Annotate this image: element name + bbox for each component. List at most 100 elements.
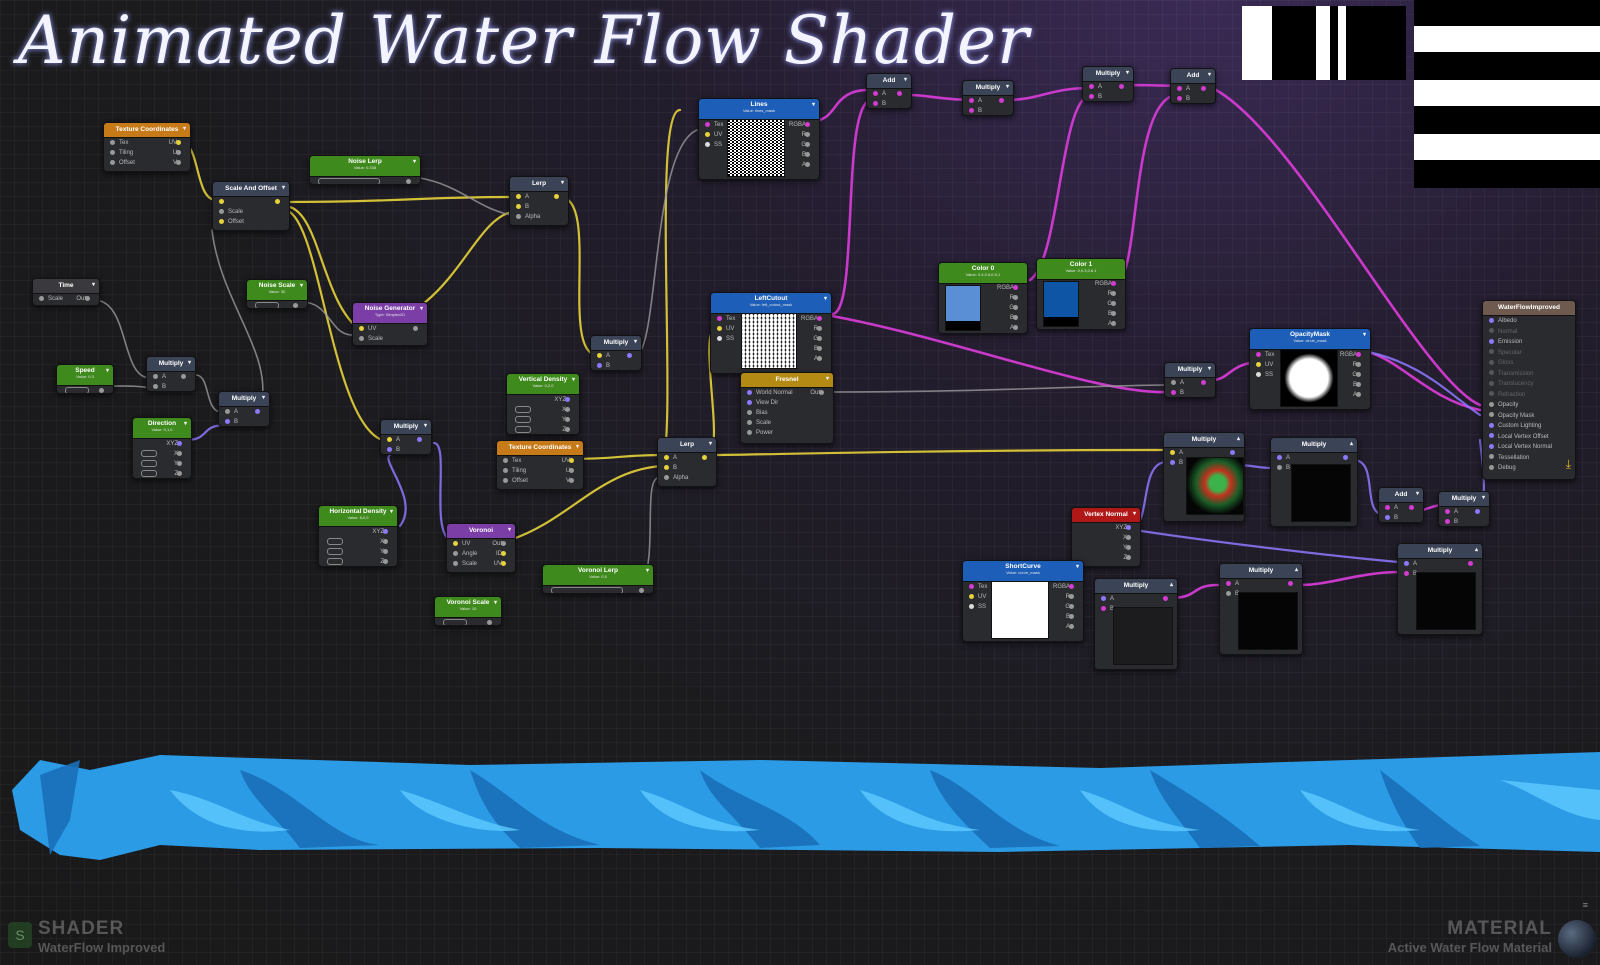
input-pin[interactable] — [39, 295, 44, 301]
input-pin[interactable] — [1171, 379, 1176, 385]
output-pin[interactable] — [383, 539, 388, 544]
output-pin[interactable] — [565, 417, 570, 422]
input-pin[interactable] — [453, 550, 458, 556]
material-preview-sphere[interactable] — [1558, 920, 1596, 958]
value-field[interactable] — [141, 449, 157, 457]
input-pin[interactable] — [1385, 504, 1390, 510]
node-header[interactable]: Add▾ — [1171, 69, 1215, 84]
output-pin[interactable] — [565, 397, 570, 402]
node-add[interactable]: Add▾ A B — [866, 73, 912, 109]
input-pin[interactable] — [1256, 371, 1261, 377]
node-multiply[interactable]: Multiply▴ A B — [1219, 563, 1303, 655]
output-pin[interactable] — [805, 152, 810, 157]
dropdown-icon[interactable]: ▾ — [105, 368, 109, 374]
dropdown-icon[interactable]: ▾ — [633, 339, 637, 345]
output-pin[interactable] — [554, 194, 559, 199]
input-pin[interactable] — [1256, 351, 1261, 357]
output-pin[interactable] — [177, 461, 182, 466]
output-pin[interactable] — [817, 336, 822, 341]
output-pin[interactable] — [275, 199, 280, 204]
output-pin[interactable] — [293, 303, 298, 308]
output-pin[interactable] — [569, 478, 574, 483]
output-pin[interactable] — [1069, 594, 1074, 599]
output-pin[interactable] — [805, 122, 810, 127]
node-header[interactable]: Add▾ — [867, 74, 911, 89]
node-add[interactable]: Add▾ A B — [1378, 487, 1424, 523]
dropdown-icon[interactable]: ▾ — [645, 568, 649, 574]
dropdown-icon[interactable]: ▾ — [811, 102, 815, 108]
output-pin[interactable] — [383, 559, 388, 564]
output-pin[interactable] — [177, 441, 182, 446]
dropdown-icon[interactable]: ▾ — [182, 126, 186, 132]
output-pin[interactable] — [1288, 581, 1293, 586]
dropdown-icon[interactable]: ▾ — [507, 527, 511, 533]
output-pin[interactable] — [1201, 380, 1206, 385]
output-pin[interactable] — [565, 407, 570, 412]
output-pin[interactable] — [817, 316, 822, 321]
input-pin[interactable] — [969, 593, 974, 599]
output-pin[interactable] — [1126, 535, 1131, 540]
node-header[interactable]: Lerp▾ — [510, 177, 568, 192]
input-pin[interactable] — [516, 213, 521, 219]
input-pin[interactable] — [597, 352, 602, 358]
node-multiply[interactable]: Multiply▴ A B — [1397, 543, 1483, 635]
output-pin[interactable] — [1475, 509, 1480, 514]
value-field[interactable] — [515, 415, 531, 423]
input-pin[interactable] — [110, 139, 115, 145]
dropdown-icon[interactable]: ▾ — [1207, 72, 1211, 78]
node-header[interactable]: Fresnel▾ — [741, 373, 833, 388]
node-header[interactable]: Texture Coordinates▾ — [104, 123, 190, 138]
input-pin[interactable] — [503, 467, 508, 473]
output-pin[interactable] — [817, 346, 822, 351]
dropdown-icon[interactable]: ▾ — [1415, 491, 1419, 497]
input-pin[interactable] — [516, 203, 521, 209]
color-swatch[interactable] — [1043, 281, 1079, 327]
collapse-icon[interactable]: ▴ — [1474, 547, 1478, 553]
dropdown-icon[interactable]: ▾ — [299, 283, 303, 289]
node-header[interactable]: Time▾ — [33, 279, 99, 294]
input-pin[interactable] — [1445, 508, 1450, 514]
output-pin[interactable] — [413, 326, 418, 331]
value-field[interactable] — [327, 537, 343, 545]
value-field[interactable] — [443, 618, 467, 625]
dropdown-icon[interactable]: ▾ — [1005, 84, 1009, 90]
output-pin[interactable] — [177, 451, 182, 456]
node-header[interactable]: Multiply▾ — [219, 392, 269, 407]
input-pin[interactable] — [747, 409, 752, 415]
output-pin[interactable] — [897, 91, 902, 96]
dropdown-icon[interactable]: ▾ — [183, 421, 187, 427]
download-icon[interactable]: ⤓ — [1565, 457, 1571, 471]
input-pin[interactable] — [1489, 454, 1494, 460]
input-pin[interactable] — [110, 159, 115, 165]
node-multiply[interactable]: Multiply▴ A B — [1094, 578, 1178, 670]
node-header[interactable]: Multiply▾ — [963, 81, 1013, 96]
output-pin[interactable] — [501, 551, 506, 556]
input-pin[interactable] — [664, 474, 669, 480]
output-pin[interactable] — [1013, 305, 1018, 310]
input-pin[interactable] — [1277, 464, 1282, 470]
dropdown-icon[interactable]: ▾ — [261, 395, 265, 401]
dropdown-icon[interactable]: ▾ — [1132, 511, 1136, 517]
output-pin[interactable] — [417, 437, 422, 442]
input-pin[interactable] — [1404, 560, 1409, 566]
node-header[interactable]: Multiply▾ — [381, 420, 431, 435]
collapse-icon[interactable]: ▴ — [1349, 441, 1353, 447]
output-pin[interactable] — [1111, 311, 1116, 316]
input-pin[interactable] — [1226, 590, 1231, 596]
node-header[interactable]: Multiply▴ — [1271, 438, 1357, 453]
input-pin[interactable] — [1171, 389, 1176, 395]
node-multiply[interactable]: Multiply▾ A B — [962, 80, 1014, 116]
input-pin[interactable] — [1170, 449, 1175, 455]
input-pin[interactable] — [219, 208, 224, 214]
output-pin[interactable] — [1356, 352, 1361, 357]
output-pin[interactable] — [1163, 596, 1168, 601]
